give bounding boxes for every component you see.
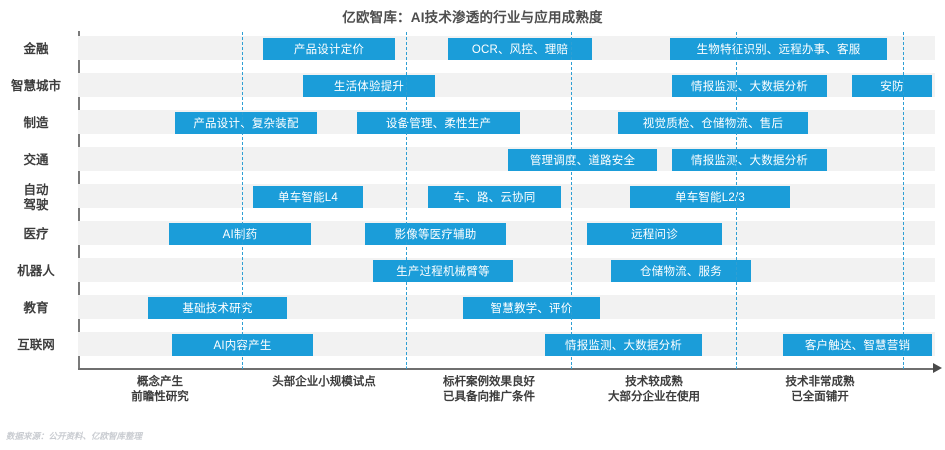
stage-label-line1: 标杆案例效果良好 <box>443 376 535 388</box>
bar-1-2[interactable]: 安防 <box>852 75 932 97</box>
stage-label-line1: 技术较成熟 <box>625 376 683 388</box>
row-label-5: 医疗 <box>0 227 72 242</box>
x-axis-tick-1 <box>406 362 407 369</box>
row-label-line: 驾驶 <box>23 198 49 212</box>
stage-label-line1: 头部企业小规模试点 <box>272 376 376 388</box>
bar-4-1[interactable]: 车、路、云协同 <box>428 186 561 208</box>
row-label-4: 自动驾驶 <box>0 183 72 213</box>
bar-2-1[interactable]: 设备管理、柔性生产 <box>357 112 520 134</box>
row-label-7: 教育 <box>0 301 72 316</box>
row-label-line: 交通 <box>23 153 49 167</box>
stage-label-line1: 技术非常成熟 <box>785 376 855 388</box>
bar-1-1[interactable]: 情报监测、大数据分析 <box>672 75 827 97</box>
row-label-1: 智慧城市 <box>0 79 72 94</box>
stage-divider-1 <box>406 32 407 365</box>
bar-8-2[interactable]: 客户触达、智慧营销 <box>783 334 932 356</box>
stage-label-3: 技术较成熟大部分企业在使用 <box>574 375 734 405</box>
bar-0-0[interactable]: 产品设计定价 <box>263 38 395 60</box>
bar-7-1[interactable]: 智慧教学、评价 <box>463 297 600 319</box>
row-label-line: 制造 <box>23 116 49 130</box>
row-label-line: 机器人 <box>17 264 55 278</box>
bar-3-1[interactable]: 情报监测、大数据分析 <box>672 149 827 171</box>
x-axis-arrow-icon <box>933 363 942 373</box>
stage-label-1: 头部企业小规模试点 <box>244 375 404 390</box>
row-label-8: 互联网 <box>0 338 72 353</box>
stage-label-line2: 已全面铺开 <box>791 391 849 403</box>
x-axis-tick-4 <box>903 362 904 369</box>
row-label-line: 互联网 <box>17 338 55 352</box>
bar-0-2[interactable]: 生物特征识别、远程办事、客服 <box>670 38 887 60</box>
bar-0-1[interactable]: OCR、风控、理赔 <box>448 38 592 60</box>
bar-2-0[interactable]: 产品设计、复杂装配 <box>175 112 317 134</box>
row-label-line: 金融 <box>23 42 49 56</box>
stage-label-4: 技术非常成熟已全面铺开 <box>740 375 900 405</box>
bar-5-1[interactable]: 影像等医疗辅助 <box>365 223 506 245</box>
stage-divider-0 <box>242 32 243 365</box>
bar-8-1[interactable]: 情报监测、大数据分析 <box>545 334 702 356</box>
row-label-3: 交通 <box>0 153 72 168</box>
x-axis-tick-2 <box>571 362 572 369</box>
stage-label-line1: 概念产生 <box>137 376 183 388</box>
x-axis-tick-0 <box>242 362 243 369</box>
x-axis-tick-3 <box>736 362 737 369</box>
bar-6-1[interactable]: 仓储物流、服务 <box>611 260 751 282</box>
bar-1-0[interactable]: 生活体验提升 <box>303 75 435 97</box>
stage-label-2: 标杆案例效果良好已具备向推广条件 <box>409 375 569 405</box>
row-label-line: 智慧城市 <box>10 79 61 93</box>
stage-label-line2: 大部分企业在使用 <box>608 391 700 403</box>
stage-label-0: 概念产生前瞻性研究 <box>80 375 240 405</box>
row-label-6: 机器人 <box>0 264 72 279</box>
stage-label-line2: 已具备向推广条件 <box>443 391 535 403</box>
bar-5-0[interactable]: AI制药 <box>169 223 311 245</box>
stage-divider-4 <box>903 32 904 365</box>
source-footnote: 数据来源：公开资料、亿欧智库整理 <box>6 431 143 441</box>
bar-4-2[interactable]: 单车智能L2/3 <box>630 186 790 208</box>
row-label-line: 教育 <box>23 301 49 315</box>
bar-3-0[interactable]: 管理调度、道路安全 <box>508 149 657 171</box>
bar-5-2[interactable]: 远程问诊 <box>587 223 722 245</box>
row-label-line: 医疗 <box>23 227 49 241</box>
row-label-2: 制造 <box>0 116 72 131</box>
bar-6-0[interactable]: 生产过程机械臂等 <box>373 260 513 282</box>
x-axis-line <box>78 368 935 370</box>
row-label-0: 金融 <box>0 42 72 57</box>
bar-2-2[interactable]: 视觉质检、仓储物流、售后 <box>618 112 808 134</box>
row-label-axis: 金融智慧城市制造交通自动驾驶医疗机器人教育互联网 <box>0 32 72 365</box>
row-label-line: 自动 <box>23 183 49 197</box>
stage-label-line2: 前瞻性研究 <box>131 391 189 403</box>
bar-4-0[interactable]: 单车智能L4 <box>253 186 363 208</box>
chart-title: 亿欧智库：AI技术渗透的行业与应用成熟度 <box>342 10 603 25</box>
stage-divider-3 <box>736 32 737 365</box>
bar-7-0[interactable]: 基础技术研究 <box>148 297 287 319</box>
stage-divider-2 <box>571 32 572 365</box>
